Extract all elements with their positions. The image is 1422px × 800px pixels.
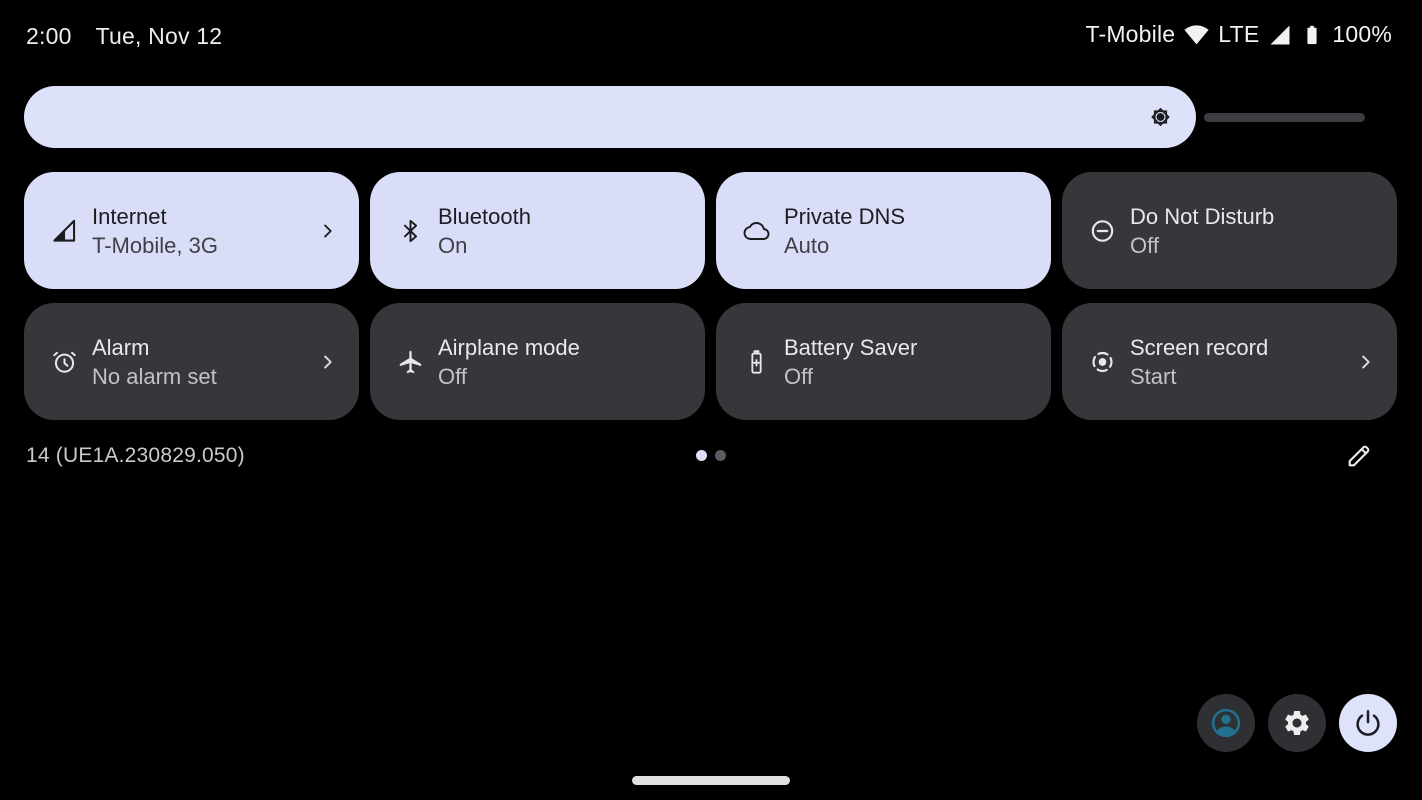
- tile-status: Start: [1130, 363, 1177, 389]
- tile-alarm[interactable]: Alarm No alarm set: [24, 303, 359, 420]
- tile-battery-saver[interactable]: Battery Saver Off: [716, 303, 1051, 420]
- power-icon: [1353, 708, 1383, 738]
- chevron-right-icon: [318, 352, 337, 371]
- tile-status: No alarm set: [92, 363, 217, 389]
- build-number: 14 (UE1A.230829.050): [26, 444, 245, 467]
- home-indicator-handle[interactable]: [632, 776, 790, 785]
- status-time: 2:00: [26, 23, 72, 49]
- tile-title: Do Not Disturb: [1130, 203, 1275, 229]
- tile-status: Auto: [784, 232, 830, 258]
- do-not-disturb-icon: [1089, 217, 1116, 244]
- tile-airplane-mode[interactable]: Airplane mode Off: [370, 303, 705, 420]
- brightness-fill[interactable]: [24, 86, 1196, 148]
- gear-icon: [1282, 708, 1312, 738]
- chevron-right-icon: [1356, 352, 1375, 371]
- tile-status: T-Mobile, 3G: [92, 232, 218, 258]
- power-button[interactable]: [1339, 694, 1397, 752]
- bluetooth-icon: [397, 217, 424, 244]
- tile-internet[interactable]: Internet T-Mobile, 3G: [24, 172, 359, 289]
- tile-title: Screen record: [1130, 334, 1269, 360]
- tile-private-dns[interactable]: Private DNS Auto: [716, 172, 1051, 289]
- alarm-clock-icon: [51, 348, 78, 375]
- edit-tiles-button[interactable]: [1345, 442, 1373, 470]
- tile-title: Alarm: [92, 334, 150, 360]
- cellular-signal-icon: [51, 217, 78, 244]
- settings-button[interactable]: [1268, 694, 1326, 752]
- battery-percent-label: 100%: [1332, 21, 1392, 47]
- cellular-signal-icon: [1268, 23, 1292, 47]
- brightness-track[interactable]: [1204, 113, 1365, 122]
- tile-title: Airplane mode: [438, 334, 580, 360]
- wifi-icon: [1184, 22, 1209, 47]
- tile-screen-record[interactable]: Screen record Start: [1062, 303, 1397, 420]
- tile-status: Off: [1130, 232, 1159, 258]
- tile-status: On: [438, 232, 468, 258]
- tile-status: Off: [438, 363, 467, 389]
- tile-title: Bluetooth: [438, 203, 531, 229]
- brightness-icon: [1147, 104, 1174, 131]
- tile-title: Battery Saver: [784, 334, 918, 360]
- user-switcher-button[interactable]: [1197, 694, 1255, 752]
- status-bar: 2:00 Tue, Nov 12 T-Mobile LTE 100%: [0, 0, 1422, 58]
- person-icon: [1209, 706, 1243, 740]
- tile-title: Private DNS: [784, 203, 906, 229]
- carrier-label: T-Mobile: [1085, 21, 1176, 47]
- tile-do-not-disturb[interactable]: Do Not Disturb Off: [1062, 172, 1397, 289]
- brightness-slider[interactable]: [24, 86, 1365, 148]
- chevron-right-icon: [318, 221, 337, 240]
- page-indicator: [0, 450, 1422, 461]
- page-dot-inactive: [715, 450, 726, 461]
- page-dot-active: [696, 450, 707, 461]
- tile-title: Internet: [92, 203, 167, 229]
- cloud-icon: [743, 217, 770, 244]
- battery-saver-icon: [743, 348, 770, 375]
- airplane-icon: [397, 348, 424, 375]
- status-date: Tue, Nov 12: [95, 23, 223, 49]
- tile-status: Off: [784, 363, 813, 389]
- tile-bluetooth[interactable]: Bluetooth On: [370, 172, 705, 289]
- screen-record-icon: [1089, 348, 1116, 375]
- network-type-label: LTE: [1218, 21, 1260, 47]
- battery-icon: [1301, 23, 1323, 47]
